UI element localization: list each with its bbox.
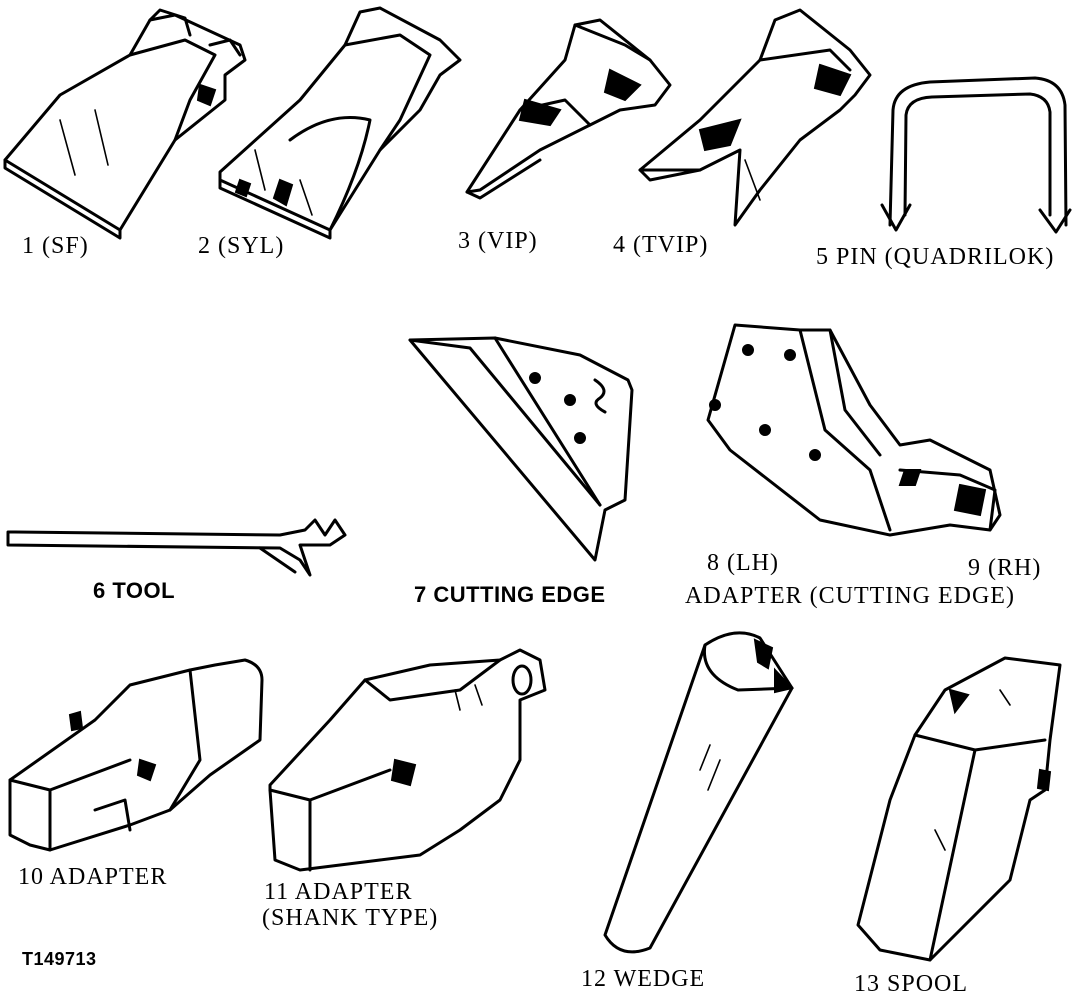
sf-tooth-drawing xyxy=(3,8,247,240)
part-label-10: 10 ADAPTER xyxy=(18,864,168,890)
syl-tooth-drawing xyxy=(218,6,462,240)
wedge-drawing xyxy=(603,631,794,954)
tool-drawing xyxy=(6,518,347,577)
part-label-9: 9 (RH) xyxy=(968,555,1042,581)
adapter-drawing xyxy=(8,658,264,852)
vip-tooth-drawing xyxy=(465,18,672,200)
part-label-11: 11 ADAPTER xyxy=(264,879,413,905)
part-label-2: 2 (SYL) xyxy=(198,233,285,259)
part-label-7: 7 CUTTING EDGE xyxy=(414,582,606,607)
part-label-1: 1 (SF) xyxy=(22,233,89,259)
part-label-13: 13 SPOOL xyxy=(854,971,969,997)
part-label-3: 3 (VIP) xyxy=(458,228,538,254)
tvip-tooth-drawing xyxy=(638,8,872,227)
part-label-4: 4 (TVIP) xyxy=(613,232,709,258)
quadrilok-pin-drawing xyxy=(880,76,1072,234)
shank-type-label: (SHANK TYPE) xyxy=(262,905,439,931)
part-label-8: 8 (LH) xyxy=(707,550,779,576)
part-label-12: 12 WEDGE xyxy=(581,966,706,992)
adapter-cutting-edge-drawing xyxy=(706,323,1002,537)
adapter-cutting-edge-label: ADAPTER (CUTTING EDGE) xyxy=(685,583,1015,609)
part-label-6: 6 TOOL xyxy=(93,578,176,603)
adapter-shank-drawing xyxy=(268,648,547,872)
spool-drawing xyxy=(856,656,1062,962)
figure-id: T149713 xyxy=(22,949,97,969)
cutting-edge-drawing xyxy=(408,336,634,562)
part-label-5: 5 PIN (QUADRILOK) xyxy=(816,244,1055,270)
